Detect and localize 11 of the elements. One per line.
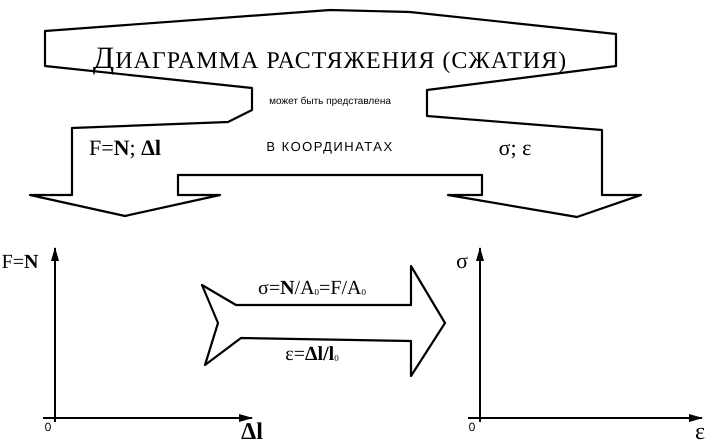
subtitle-text: может быть представлена bbox=[269, 97, 391, 107]
axis-label: σ bbox=[456, 250, 468, 272]
axis-label: F=N bbox=[2, 252, 38, 272]
coordinates-text: В КООРДИНАТАХ bbox=[266, 140, 394, 153]
origin-label: 0 bbox=[44, 421, 52, 433]
axis-label: ε bbox=[694, 420, 706, 444]
axis-label: Δl bbox=[241, 420, 263, 444]
banner-heading: ДИАГРАММА РАСТЯЖЕНИЯ (СЖАТИЯ) bbox=[92, 42, 568, 74]
coordinate-label: F=N; Δl bbox=[88, 137, 162, 159]
origin-label: 0 bbox=[468, 421, 476, 433]
coordinate-label: σ; ε bbox=[498, 137, 532, 159]
